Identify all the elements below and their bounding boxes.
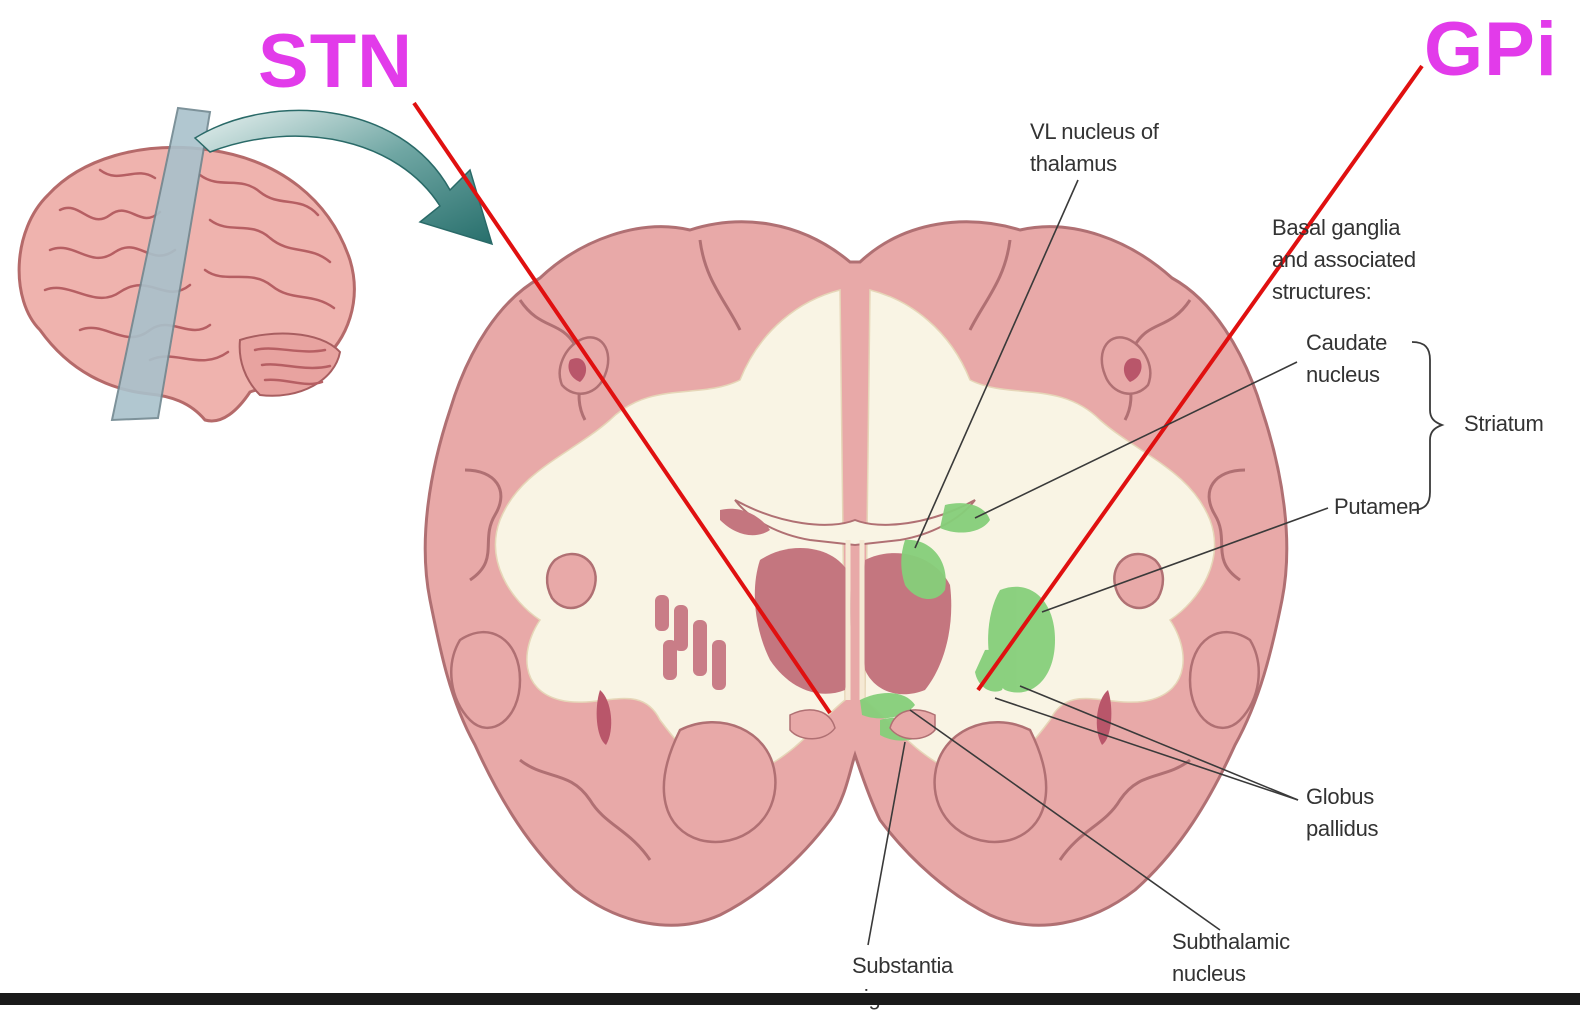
coronal-section	[425, 222, 1287, 925]
globus-pallidus-line-1: Globus	[1306, 781, 1378, 813]
subthalamic-line-1: Subthalamic	[1172, 926, 1290, 958]
vl-nucleus-label: VL nucleus of thalamus	[1030, 116, 1159, 180]
subthalamic-nucleus-label: Subthalamic nucleus	[1172, 926, 1290, 990]
basal-ganglia-line-1: Basal ganglia	[1272, 212, 1416, 244]
brain-lateral-view	[19, 108, 354, 421]
gpi-label: GPi	[1424, 12, 1558, 88]
striatum-label: Striatum	[1464, 408, 1544, 440]
vl-nucleus-line-2: thalamus	[1030, 148, 1159, 180]
caudate-nucleus-label: Caudate nucleus	[1306, 327, 1387, 391]
caudate-line-2: nucleus	[1306, 359, 1387, 391]
putamen-text: Putamen	[1334, 491, 1420, 523]
bottom-edge-bar	[0, 993, 1580, 1005]
striatum-text: Striatum	[1464, 408, 1544, 440]
basal-ganglia-heading: Basal ganglia and associated structures:	[1272, 212, 1416, 308]
striatum-bracket	[1412, 342, 1442, 510]
globus-pallidus-line-2: pallidus	[1306, 813, 1378, 845]
putamen-label: Putamen	[1334, 491, 1420, 523]
basal-ganglia-line-3: structures:	[1272, 276, 1416, 308]
stn-label: STN	[258, 24, 413, 100]
basal-ganglia-line-2: and associated	[1272, 244, 1416, 276]
vl-nucleus-line-1: VL nucleus of	[1030, 116, 1159, 148]
substantia-nigra-line-1: Substantia	[852, 950, 953, 982]
subthalamic-line-2: nucleus	[1172, 958, 1290, 990]
caudate-line-1: Caudate	[1306, 327, 1387, 359]
globus-pallidus-label: Globus pallidus	[1306, 781, 1378, 845]
